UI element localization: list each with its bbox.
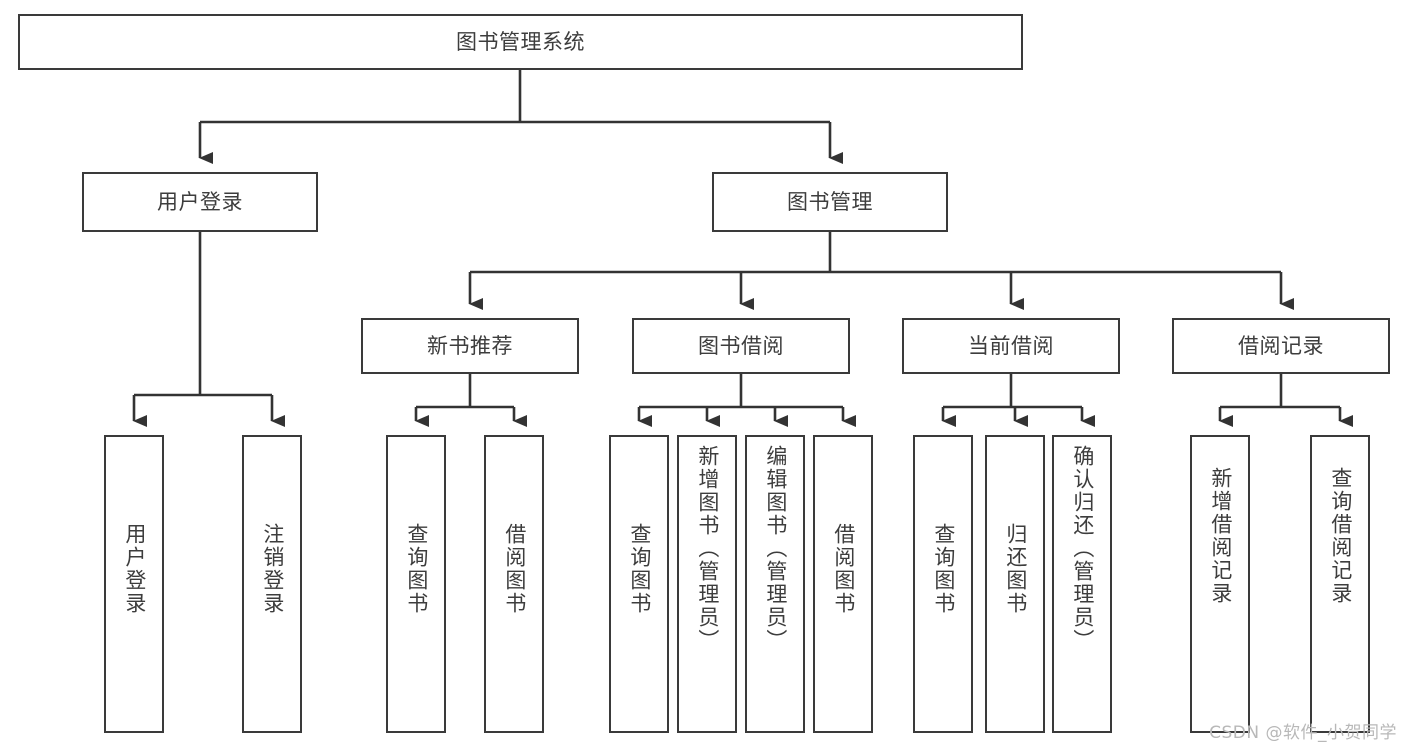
leaf-query-book-2[interactable]: 查询图书 xyxy=(609,435,669,733)
leaf-return-book[interactable]: 归还图书 xyxy=(985,435,1045,733)
leaf-query-book-1-label: 查询图书 xyxy=(404,523,429,615)
leaf-borrow-book-2-label: 借阅图书 xyxy=(831,523,856,615)
leaf-add-record[interactable]: 新增借阅记录 xyxy=(1190,435,1250,733)
node-book-manage-label: 图书管理 xyxy=(787,189,873,214)
leaf-user-login-label: 用户登录 xyxy=(122,523,147,615)
leaf-borrow-book-1-label: 借阅图书 xyxy=(502,523,527,615)
node-book-borrow[interactable]: 图书借阅 xyxy=(632,318,850,374)
node-user-login-label: 用户登录 xyxy=(157,189,243,214)
leaf-borrow-book-1[interactable]: 借阅图书 xyxy=(484,435,544,733)
leaf-query-record-label: 查询借阅记录 xyxy=(1328,467,1353,605)
node-root-label: 图书管理系统 xyxy=(456,29,585,54)
leaf-query-record[interactable]: 查询借阅记录 xyxy=(1310,435,1370,733)
node-user-login[interactable]: 用户登录 xyxy=(82,172,318,232)
leaf-borrow-book-2[interactable]: 借阅图书 xyxy=(813,435,873,733)
node-book-manage[interactable]: 图书管理 xyxy=(712,172,948,232)
leaf-return-book-label: 归还图书 xyxy=(1003,523,1028,615)
node-current-borrow-label: 当前借阅 xyxy=(968,333,1054,358)
leaf-add-book-label: 新增图书（管理员） xyxy=(695,445,720,652)
node-new-book-recommend[interactable]: 新书推荐 xyxy=(361,318,579,374)
leaf-edit-book[interactable]: 编辑图书（管理员） xyxy=(745,435,805,733)
leaf-edit-book-label: 编辑图书（管理员） xyxy=(763,445,788,652)
leaf-user-login[interactable]: 用户登录 xyxy=(104,435,164,733)
leaf-add-book[interactable]: 新增图书（管理员） xyxy=(677,435,737,733)
node-borrow-record[interactable]: 借阅记录 xyxy=(1172,318,1390,374)
leaf-confirm-return[interactable]: 确认归还（管理员） xyxy=(1052,435,1112,733)
leaf-add-record-label: 新增借阅记录 xyxy=(1208,467,1233,605)
leaf-query-book-1[interactable]: 查询图书 xyxy=(386,435,446,733)
leaf-confirm-return-label: 确认归还（管理员） xyxy=(1070,445,1095,652)
watermark-text: CSDN @软件_小贺同学 xyxy=(1209,723,1397,743)
leaf-user-logout-label: 注销登录 xyxy=(260,523,285,615)
node-borrow-record-label: 借阅记录 xyxy=(1238,333,1324,358)
node-current-borrow[interactable]: 当前借阅 xyxy=(902,318,1120,374)
node-book-borrow-label: 图书借阅 xyxy=(698,333,784,358)
leaf-query-book-2-label: 查询图书 xyxy=(627,523,652,615)
leaf-user-logout[interactable]: 注销登录 xyxy=(242,435,302,733)
node-root[interactable]: 图书管理系统 xyxy=(18,14,1023,70)
leaf-query-book-3-label: 查询图书 xyxy=(931,523,956,615)
leaf-query-book-3[interactable]: 查询图书 xyxy=(913,435,973,733)
node-new-book-recommend-label: 新书推荐 xyxy=(427,333,513,358)
